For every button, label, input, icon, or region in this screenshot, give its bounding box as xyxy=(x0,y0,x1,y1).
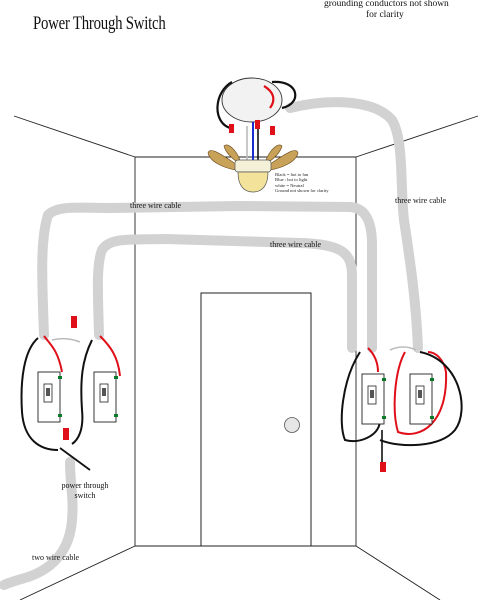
fixture-black-wire-left xyxy=(216,81,233,130)
left-wire-nut-bottom xyxy=(63,428,69,440)
floor-right-corner xyxy=(355,545,441,600)
cable-label-three-wire-left: three wire cable xyxy=(130,201,182,210)
left-box-black-wire-2 xyxy=(71,339,93,445)
switch-terminal-top xyxy=(58,376,62,379)
left-box-black-link xyxy=(59,447,91,471)
left-switch-2 xyxy=(93,371,118,423)
cables xyxy=(0,97,423,590)
right-box-black-loop xyxy=(340,351,381,442)
switch-terminal-bottom xyxy=(382,416,386,419)
right-box-red-loop xyxy=(393,351,448,435)
ceiling-right-corner xyxy=(355,115,479,158)
switch-lever xyxy=(102,388,106,396)
switch-lever xyxy=(370,390,374,398)
left-box-white-jumper xyxy=(51,337,81,343)
right-box-red-short xyxy=(367,347,379,373)
wire-nut-red-center xyxy=(255,120,260,129)
cable-three-wire-lower xyxy=(92,234,357,353)
cable-three-wire-upper xyxy=(37,201,377,353)
wire-nut-red-left xyxy=(229,124,234,133)
door-knob xyxy=(284,417,300,433)
switch-terminal-bottom xyxy=(430,416,434,419)
switch-lever xyxy=(46,388,50,396)
switch-terminal-bottom xyxy=(114,414,118,417)
switch-terminal-bottom xyxy=(58,414,62,417)
fan-blade-left xyxy=(207,150,237,171)
diagram-title: Power Through Switch xyxy=(33,13,166,34)
fixture-legend-line: Blue : hot to light xyxy=(275,177,308,183)
light-globe xyxy=(237,171,269,193)
right-wire-nut-bottom xyxy=(380,462,386,472)
wire-nut-red-right xyxy=(270,126,275,135)
cable-two-wire-supply xyxy=(0,457,78,590)
cable-label-two-wire: two wire cable xyxy=(32,553,80,562)
fan-blade-right xyxy=(269,150,299,171)
switch-terminal-top xyxy=(430,378,434,381)
fixture-black-wire-right xyxy=(271,80,297,110)
cable-label-three-wire-right: three wire cable xyxy=(395,196,447,205)
cable-label-three-wire-middle: three wire cable xyxy=(270,240,322,249)
right-switch-1 xyxy=(361,373,386,425)
switch-terminal-top xyxy=(114,376,118,379)
left-wire-nut-top xyxy=(71,316,77,328)
left-box-black-loop xyxy=(20,337,59,451)
right-box-white-jumper xyxy=(389,346,417,351)
floor-left-corner xyxy=(19,545,136,600)
grounding-note-line1: grounding conductors not shown xyxy=(324,0,449,9)
left-box-red-wire-2 xyxy=(99,335,121,377)
left-switch-1 xyxy=(37,371,62,423)
fixture-legend-line: white = Neutral xyxy=(275,182,304,188)
right-switch-box xyxy=(340,346,463,472)
ceiling-fixture xyxy=(207,77,299,193)
fixture-legend: Black = hot to fan Blue : hot to light w… xyxy=(275,172,329,193)
fixture-legend-line: Ground not shown for clarity xyxy=(275,187,329,193)
cable-three-wire-fixture xyxy=(285,97,423,353)
switch-terminal-top xyxy=(382,378,386,381)
fixture-red-wire xyxy=(263,85,275,109)
switch-lever xyxy=(418,390,422,398)
left-switch-box xyxy=(20,316,121,471)
fan-motor-housing xyxy=(234,159,272,173)
left-box-red-wire xyxy=(43,335,63,373)
power-label-line1: power through xyxy=(61,481,109,490)
right-switch-2 xyxy=(409,373,434,425)
grounding-note-line2: for clarity xyxy=(366,10,404,20)
door-panel xyxy=(200,292,312,547)
power-label-line2: switch xyxy=(74,491,96,500)
fixture-legend-line: Black = hot to fan xyxy=(275,172,309,177)
room-outline xyxy=(13,115,479,600)
ceiling-left-corner xyxy=(13,115,136,158)
right-box-black-outer xyxy=(379,351,463,447)
door xyxy=(200,292,312,547)
